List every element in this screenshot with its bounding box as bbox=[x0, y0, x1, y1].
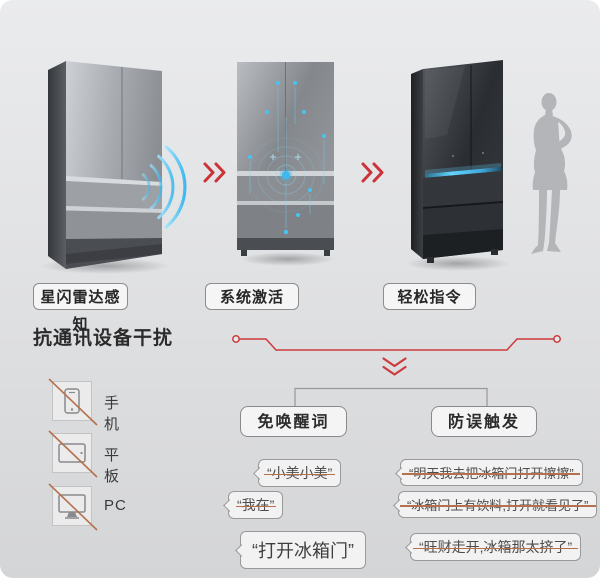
anti-interference-title: 抗通讯设备干扰 bbox=[33, 328, 174, 349]
speech-bubble: “小美小美” bbox=[258, 459, 342, 487]
step-label-easy-command: 轻松指令 bbox=[383, 283, 476, 310]
speech-bubble: “打开冰箱门” bbox=[240, 531, 366, 569]
speech-bubble: “明天我去把冰箱门打开擦擦” bbox=[400, 459, 583, 486]
feature-box-no-wake-word: 免唤醒词 bbox=[240, 406, 347, 437]
red-connector-line bbox=[232, 335, 561, 351]
device-label-pc: PC bbox=[104, 497, 127, 514]
device-box-tablet bbox=[48, 430, 98, 478]
speech-bubble: “我在” bbox=[228, 491, 284, 519]
step-label-system-activated: 系统激活 bbox=[205, 283, 299, 310]
fridge-illustration bbox=[48, 61, 187, 269]
fridge-radar-sensing bbox=[38, 58, 187, 272]
bubble-text: “冰箱门上有饮料,打开就看见了” bbox=[399, 495, 596, 514]
bracket-connector bbox=[294, 387, 488, 407]
chevron-right-icon bbox=[203, 162, 226, 183]
speech-bubble: “旺财走开,冰箱那太挤了” bbox=[410, 533, 582, 561]
chevron-down-icon bbox=[382, 357, 407, 376]
device-label-tablet: 平板 bbox=[104, 447, 121, 485]
speech-bubble: “冰箱门上有饮料,打开就看见了” bbox=[398, 491, 598, 518]
device-label-phone: 手机 bbox=[104, 395, 121, 433]
bubble-text: “打开冰箱门” bbox=[252, 541, 354, 561]
feature-box-anti-false-trigger: 防误触发 bbox=[431, 406, 537, 437]
step-label-text: 轻松指令 bbox=[397, 289, 462, 306]
bubble-text: “我在” bbox=[235, 497, 277, 513]
step-label-text: 星闪雷达感知 bbox=[40, 289, 121, 333]
glow-strip-icon bbox=[425, 167, 501, 178]
smartphone-icon bbox=[64, 388, 80, 414]
radar-waves-icon bbox=[142, 145, 187, 229]
device-box-pc bbox=[48, 483, 98, 531]
tablet-icon bbox=[58, 443, 86, 463]
fridge-shadow bbox=[240, 252, 335, 266]
bubble-text: “明天我去把冰箱门打开擦擦” bbox=[402, 463, 580, 482]
bubble-text: “旺财走开,冰箱那太挤了” bbox=[412, 539, 579, 555]
monitor-icon bbox=[58, 494, 86, 519]
step-label-text: 系统激活 bbox=[219, 289, 284, 306]
step-label-radar-sensing: 星闪雷达感知 bbox=[33, 283, 128, 333]
device-box-phone bbox=[48, 378, 98, 426]
feature-label-text: 防误触发 bbox=[447, 414, 520, 431]
fridge-illustration bbox=[237, 62, 334, 256]
fridge-system-activated bbox=[237, 62, 334, 264]
feature-label-text: 免唤醒词 bbox=[257, 414, 330, 431]
sensor-points-icon bbox=[248, 81, 326, 235]
fridge-easy-command bbox=[403, 57, 509, 269]
woman-silhouette bbox=[531, 93, 572, 254]
fridge-illustration bbox=[411, 60, 503, 263]
bubble-text: “小美小美” bbox=[264, 465, 336, 481]
chevron-right-icon bbox=[361, 162, 384, 183]
